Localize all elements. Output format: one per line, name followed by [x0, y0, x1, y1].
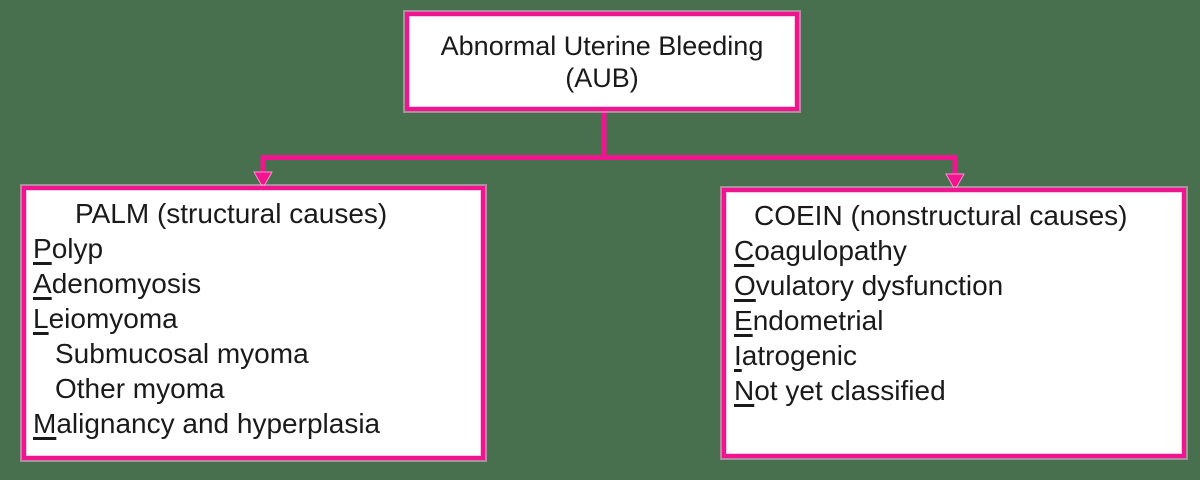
palm-header: PALM (structural causes) — [75, 198, 388, 229]
list-item: Ovulatory dysfunction — [734, 270, 1004, 301]
coein-header: COEIN (nonstructural causes) — [754, 200, 1128, 231]
list-item: Not yet classified — [734, 375, 946, 406]
list-item: Polyp — [33, 233, 104, 264]
underlined-initial: N — [734, 375, 755, 406]
underlined-initial: P — [33, 233, 52, 264]
list-item: Submucosal myoma — [55, 338, 309, 369]
underlined-initial: A — [33, 268, 52, 299]
list-item: Endometrial — [734, 305, 884, 336]
coein-node: COEIN (nonstructural causes) Coagulopath… — [722, 188, 1186, 458]
root-title-line1: Abnormal Uterine Bleeding — [440, 30, 764, 61]
list-item: Coagulopathy — [734, 235, 907, 266]
list-item: Malignancy and hyperplasia — [33, 408, 381, 439]
root-title-line2: (AUB) — [565, 62, 639, 93]
list-item: Adenomyosis — [33, 268, 202, 299]
underlined-initial: O — [734, 270, 756, 301]
list-item: Iatrogenic — [734, 340, 857, 371]
list-item: Leiomyoma — [33, 303, 178, 334]
underlined-initial: I — [734, 340, 742, 371]
underlined-initial: M — [33, 408, 57, 439]
list-item: Other myoma — [55, 373, 225, 404]
underlined-initial: C — [734, 235, 755, 266]
root-node: Abnormal Uterine Bleeding (AUB) — [405, 12, 799, 111]
underlined-initial: E — [734, 305, 753, 336]
connector-bar — [260, 155, 958, 176]
underlined-initial: L — [33, 303, 49, 334]
